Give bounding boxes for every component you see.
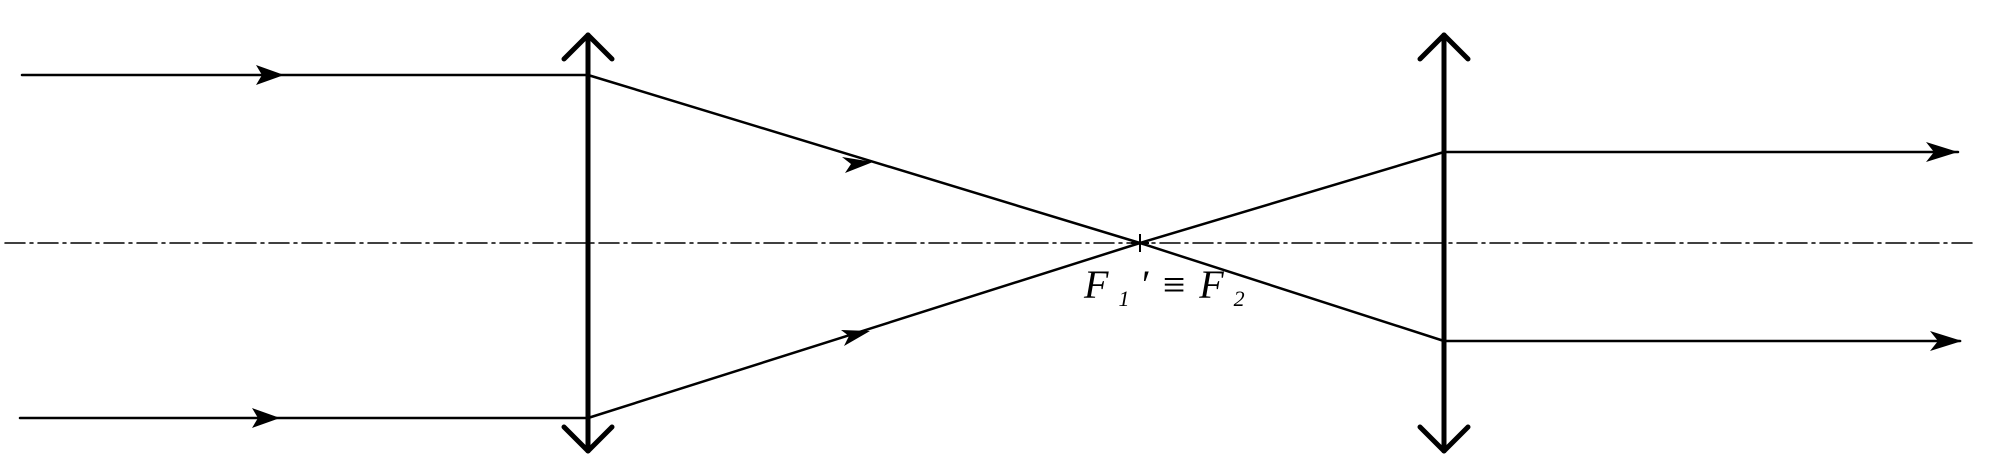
lower-ray-path <box>18 150 1960 420</box>
lens-2-bottom-arrowhead <box>1417 424 1471 454</box>
lens-1-top-arrowhead <box>561 32 615 62</box>
upper-ray-incoming-arrowhead <box>256 65 284 85</box>
upper-ray-outgoing-arrowhead <box>1930 331 1962 351</box>
lens-1-bottom-arrowhead <box>561 424 615 454</box>
lower-ray-converging-arrowhead <box>841 330 870 346</box>
upper-ray <box>20 65 1962 351</box>
converging-lens-2 <box>1417 32 1471 454</box>
lens-2-top-arrowhead <box>1417 32 1471 62</box>
lower-ray-incoming-arrowhead <box>252 408 280 428</box>
focus-label-equiv: ≡ <box>1160 262 1187 307</box>
lower-ray-outgoing-arrowhead <box>1926 142 1958 162</box>
focus-label-f1: F <box>1083 262 1109 307</box>
focus-label-sub-2: 2 <box>1234 286 1245 311</box>
focus-label-f2: F <box>1198 262 1224 307</box>
upper-ray-path <box>20 73 1962 343</box>
shared-focal-point <box>1131 234 1149 252</box>
converging-lens-1 <box>561 32 615 454</box>
upper-ray-converging-arrowhead <box>842 157 873 173</box>
focus-label-prime: ′ <box>1139 262 1149 307</box>
lower-ray <box>18 142 1960 428</box>
focus-label-sub-1: 1 <box>1118 286 1129 311</box>
focus-label: F 1 ′ ≡ F 2 <box>1083 262 1245 315</box>
